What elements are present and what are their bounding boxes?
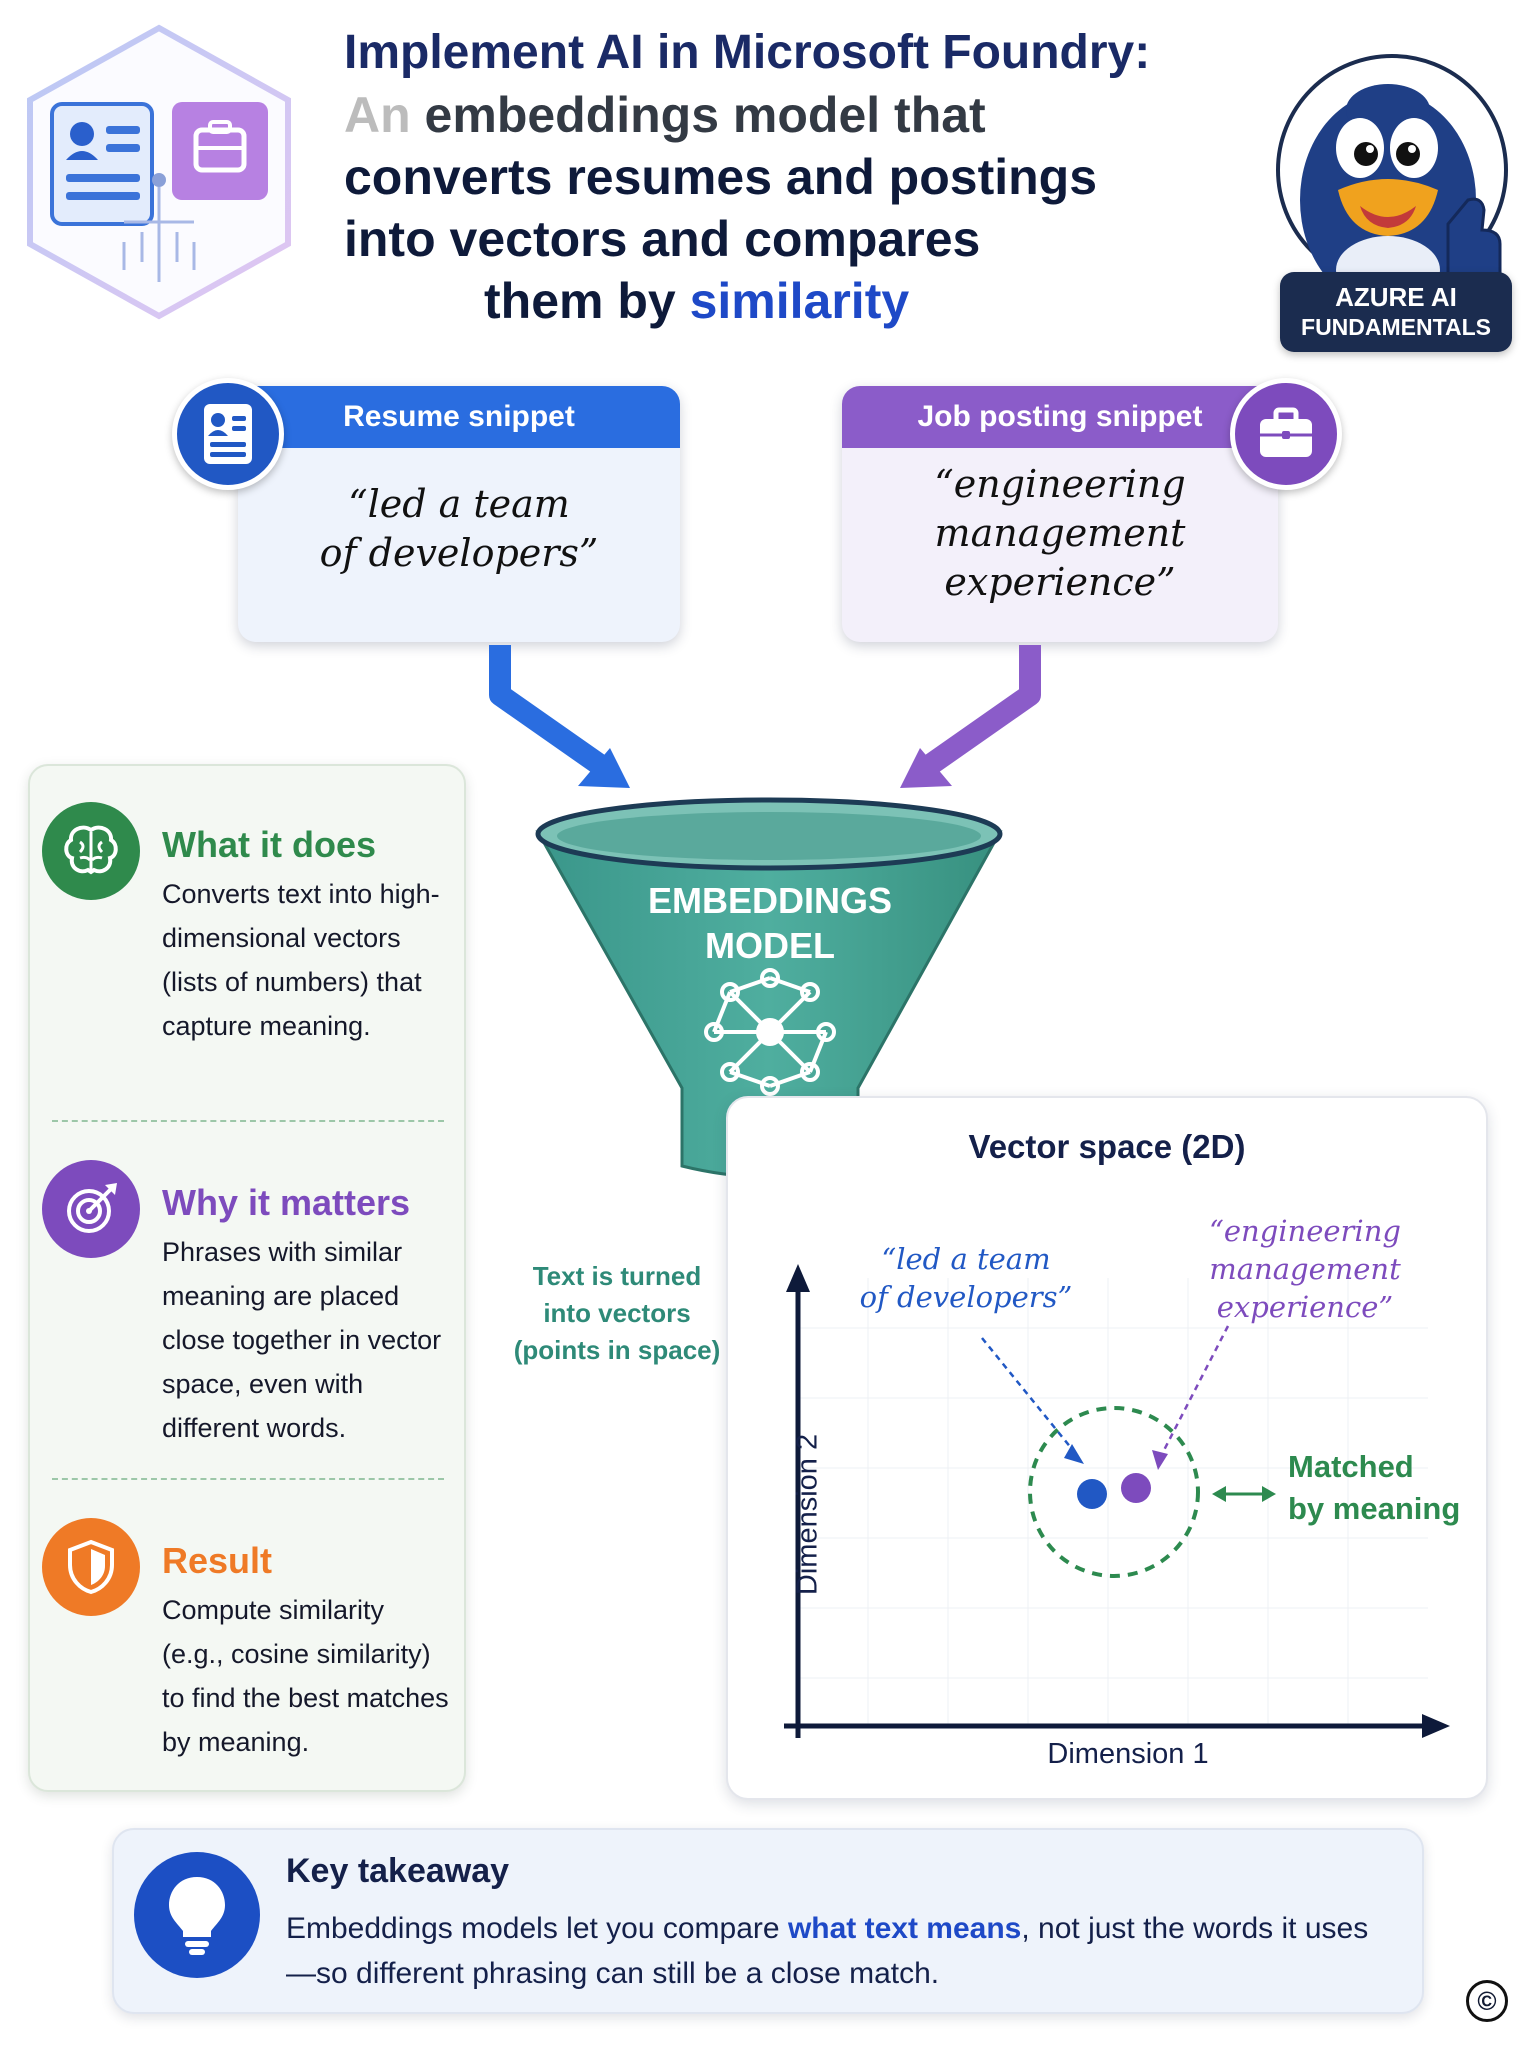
key-takeaway-box: Key takeaway Embeddings models let you c… [112,1828,1424,2014]
badge-line-2: FUNDAMENTALS [1301,314,1491,340]
lightbulb-icon [134,1852,260,1978]
divider [52,1120,444,1122]
page-title: Implement AI in Microsoft Foundry: An em… [344,22,1244,332]
job-vector-point [1121,1473,1151,1503]
takeaway-highlight: what text means [787,1912,1022,1945]
title-line-4: into vectors and compares [344,211,981,267]
info-panel: What it does Converts text into high-dim… [28,764,466,1792]
matched-line-2: by meaning [1288,1491,1461,1526]
title-highlight-similarity: similarity [689,273,910,329]
shield-check-icon [42,1518,140,1616]
neural-network-icon [704,968,836,1096]
matched-line-1: Matched [1288,1449,1414,1484]
title-line-2-rest: embeddings model that [410,87,986,143]
briefcase-icon [1230,378,1342,490]
resume-document-icon [172,378,284,490]
resume-quote-line-2: of developers” [319,531,599,575]
brain-icon [42,802,140,900]
why-it-matters-title: Why it matters [162,1182,411,1223]
resume-snippet-quote: “led a team of developers” [238,480,680,578]
what-it-does-title: What it does [162,824,376,865]
title-line-2-fade: An [344,87,411,143]
job-quote-line-2: management [934,511,1186,555]
job-quote-line-1: “engineering [934,462,1186,506]
title-line-3: converts resumes and postings [344,149,1098,205]
title-line-5: them by similarity [344,270,1244,332]
resume-point-label-line-2: of developers” [859,1280,1073,1314]
key-takeaway-text: Embeddings models let you compare what t… [286,1906,1386,1996]
funnel-label-line-1: EMBEDDINGS [647,880,893,921]
takeaway-text-pre: Embeddings models let you compare [286,1912,788,1945]
title-line-1: Implement AI in Microsoft Foundry: [344,26,1151,79]
resume-vector-point [1077,1479,1107,1509]
badge-line-1: AZURE AI [1335,282,1457,312]
result-title: Result [162,1540,273,1581]
vector-space-panel: Vector space (2D) “led a team of develop… [726,1096,1488,1800]
divider [52,1478,444,1480]
job-posting-snippet-card: Job posting snippet “engineering managem… [842,386,1278,642]
funnel-label: EMBEDDINGS MODEL [600,878,940,968]
job-point-label: “engineering management experience” [1190,1212,1420,1326]
matched-by-meaning-label: Matched by meaning [1288,1446,1488,1530]
resume-point-label-line-1: “led a team [881,1242,1051,1276]
what-it-does-text: Converts text into high-dimensional vect… [162,879,440,1041]
resume-point-label: “led a team of developers” [856,1240,1076,1316]
resume-job-hex-logo [27,24,291,320]
vectors-caption: Text is turned into vectors (points in s… [513,1261,721,1365]
snippet-to-funnel-arrows [489,645,1041,788]
vector-space-title: Vector space (2D) [968,1128,1246,1165]
job-point-label-line-2: management [1209,1252,1401,1286]
title-line-5-pre: them by [484,273,690,329]
x-axis-label: Dimension 1 [1047,1738,1209,1770]
azure-ai-fundamentals-badge: AZURE AI FUNDAMENTALS [1280,272,1512,352]
penguin-mascot-icon [1276,54,1508,308]
job-snippet-label: Job posting snippet [842,386,1278,448]
match-cluster-circle [1028,1406,1200,1578]
resume-quote-line-1: “led a team [348,482,570,526]
resume-snippet-label: Resume snippet [238,386,680,448]
takeaway-text-post: , not just the words it uses—so differen… [286,1912,1369,1990]
job-point-label-line-3: experience” [1216,1290,1394,1324]
y-axis-label: Dimension 2 [791,1433,824,1596]
job-quote-line-3: experience” [944,560,1176,604]
key-takeaway-title: Key takeaway [286,1852,510,1890]
copyright-symbol: © [1466,1980,1508,2022]
job-snippet-quote: “engineering management experience” [842,460,1278,607]
why-it-matters-text: Phrases with similar meaning are placed … [162,1237,442,1443]
vector-space-plot [784,1264,1450,1738]
result-text: Compute similarity (e.g., cosine similar… [162,1595,449,1757]
title-line-2: An embeddings model that [344,84,1244,146]
target-icon [42,1160,140,1258]
funnel-label-line-2: MODEL [705,925,835,966]
resume-snippet-card: Resume snippet “led a team of developers… [238,386,680,642]
job-point-label-line-1: “engineering [1209,1214,1401,1248]
